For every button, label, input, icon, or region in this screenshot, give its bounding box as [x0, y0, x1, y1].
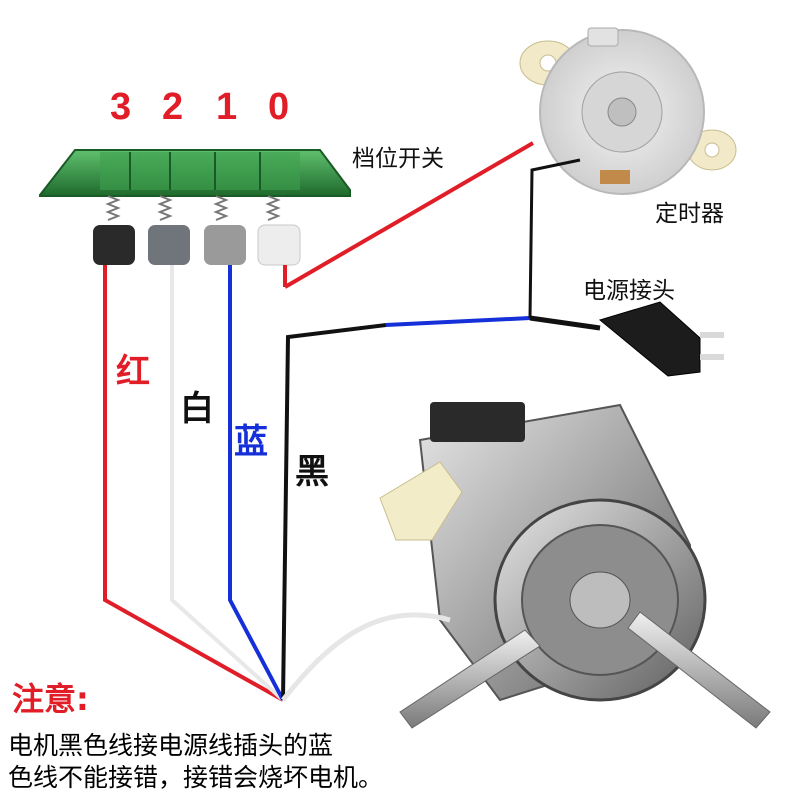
keycap-0[interactable]: [257, 224, 301, 266]
wire-plug-cord: [529, 315, 601, 331]
wire-white: [170, 265, 285, 702]
wire-plug-to-timer: [528, 158, 581, 319]
position-label-3: 3: [110, 86, 132, 128]
wire-black: [281, 323, 387, 701]
wire-label-blue: 蓝: [234, 422, 268, 462]
position-label-2: 2: [162, 86, 184, 128]
motor-lead-cable: [281, 612, 451, 702]
keycap-1[interactable]: [204, 225, 246, 265]
keycap-3[interactable]: [93, 225, 135, 265]
wire-label-white: 白: [180, 389, 214, 429]
note-title: 注意:: [12, 680, 89, 718]
position-label-1: 1: [216, 86, 238, 128]
switch-springs: [105, 195, 281, 221]
wire-red: [103, 265, 284, 702]
switch-label: 档位开关: [352, 146, 444, 172]
motor: [379, 402, 771, 729]
wire-switch-to-timer: [283, 141, 535, 289]
position-label-0: 0: [268, 86, 290, 128]
power-plug: [598, 301, 724, 377]
wire-label-red: 红: [116, 352, 150, 392]
wire-blue-to-plug: [385, 316, 531, 327]
note-line-2: 色线不能接错，接错会烧坏电机。: [8, 763, 384, 792]
timer-label: 定时器: [655, 201, 724, 227]
keycap-2[interactable]: [148, 225, 190, 265]
timer-device: [519, 27, 737, 195]
note-line-1: 电机黑色线接电源线插头的蓝: [8, 731, 334, 760]
wire-label-black: 黑: [295, 452, 329, 492]
wire-blue: [228, 265, 285, 701]
switch-body: [39, 149, 351, 197]
plug-label: 电源接头: [583, 278, 675, 304]
